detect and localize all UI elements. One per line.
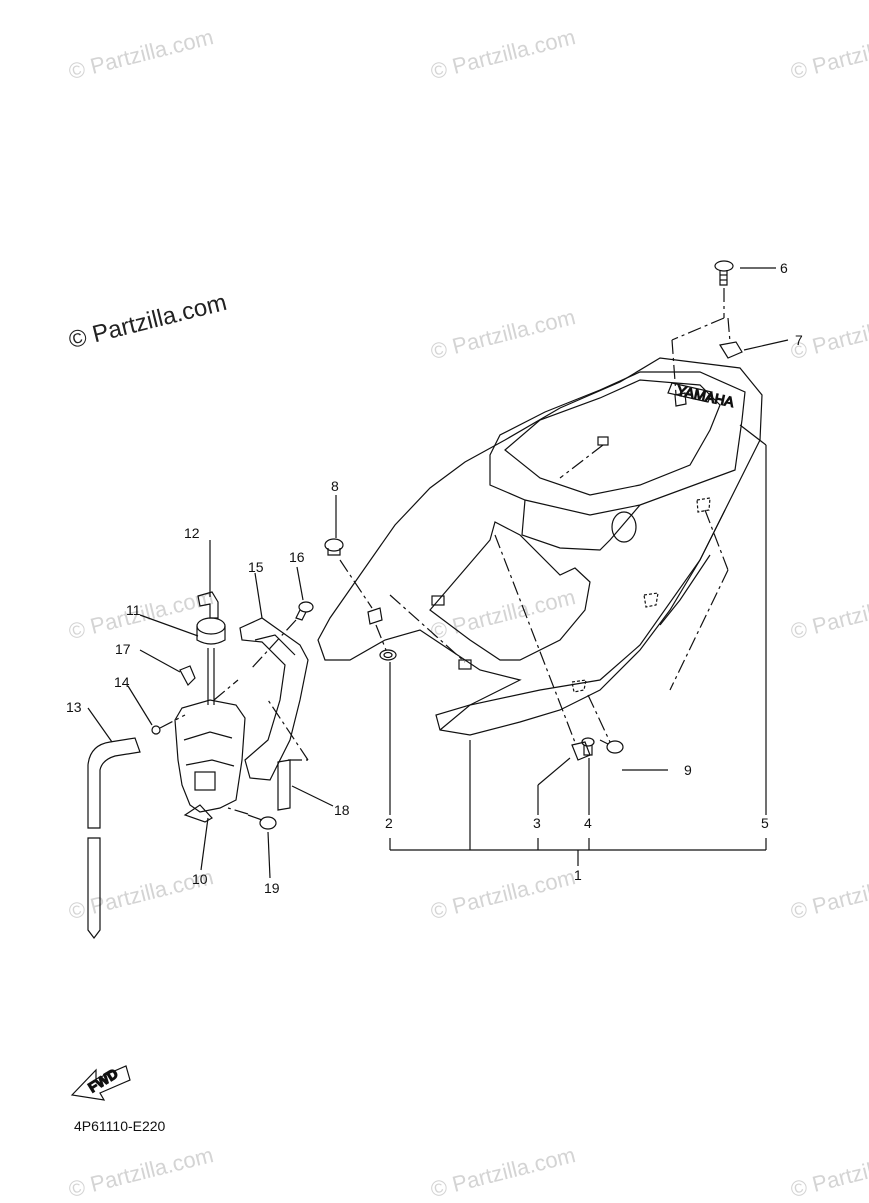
callout-16: 16: [289, 549, 305, 565]
leader-lines: [87, 267, 789, 879]
callout-9: 9: [684, 762, 692, 778]
hose-part-13: [87, 737, 141, 939]
foam-strip-part-18: [277, 759, 291, 811]
callout-4: 4: [584, 815, 592, 831]
screw-part-4: [581, 737, 595, 756]
seat-logo: YAMAHA: [675, 382, 736, 410]
callout-2: 2: [385, 815, 393, 831]
callout-18: 18: [334, 802, 350, 818]
callout-15: 15: [248, 559, 264, 575]
callout-17: 17: [115, 641, 131, 657]
callout-5: 5: [761, 815, 769, 831]
clamp-part-17: [179, 665, 196, 686]
screw-part-6: [714, 260, 734, 286]
bolt-part-19: [247, 814, 277, 830]
bolt-part-9: [599, 739, 624, 754]
callout-6: 6: [780, 260, 788, 276]
callout-14: 14: [114, 674, 130, 690]
fwd-arrow-icon: FWD: [70, 1064, 131, 1101]
callout-3: 3: [533, 815, 541, 831]
callout-11: 11: [126, 602, 141, 618]
elbow-pipe-part-12: [197, 591, 219, 619]
damper-part-2: [379, 649, 397, 661]
callout-13: 13: [66, 699, 82, 715]
callout-7: 7: [795, 332, 803, 348]
callout-19: 19: [264, 880, 280, 896]
fwd-label: FWD: [85, 1065, 121, 1095]
grommet-part-8: [324, 538, 344, 556]
diagram-code: 4P61110-E220: [74, 1118, 166, 1134]
screw-part-16: [295, 601, 314, 621]
reservoir-tank: [174, 699, 246, 823]
callout-labels: 1 2 3 4 5 6 7 8 9 10 11 12 13 14 15 16 1…: [66, 260, 803, 896]
nut-part-7: [719, 341, 743, 359]
bracket-part-15: [239, 617, 309, 781]
callout-10: 10: [192, 871, 208, 887]
cap-part-11: [196, 617, 226, 705]
seat-cowl: YAMAHA: [317, 357, 763, 736]
alignment-lines: [159, 288, 731, 815]
callout-12: 12: [184, 525, 200, 541]
callout-1: 1: [574, 867, 582, 883]
callout-8: 8: [331, 478, 339, 494]
clip-part-14: [151, 725, 161, 735]
clip-part-3: [571, 741, 591, 761]
